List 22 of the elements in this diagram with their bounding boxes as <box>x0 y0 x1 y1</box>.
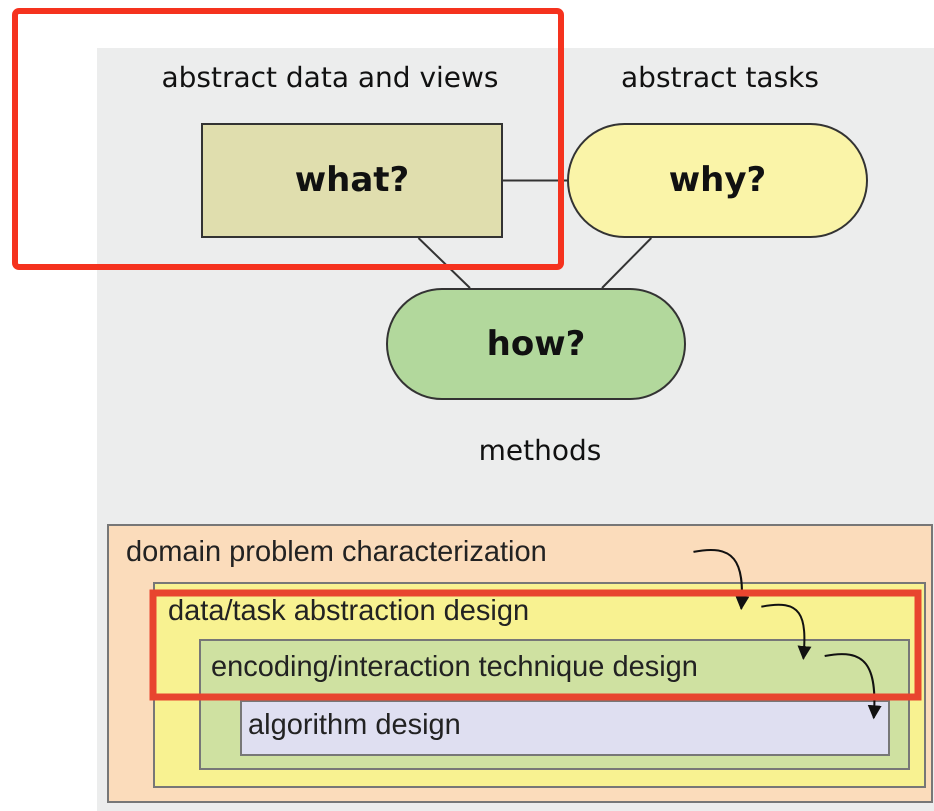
nested-layer-box <box>107 524 933 803</box>
node-label: data/task abstraction design <box>168 594 530 629</box>
nested-layer-box <box>240 700 890 756</box>
node-label: domain problem characterization <box>126 535 547 570</box>
node-label: encoding/interaction technique design <box>211 650 698 685</box>
process-box <box>201 123 503 238</box>
rounded-box <box>567 123 868 238</box>
node-label: why? <box>668 159 766 202</box>
node-label: how? <box>486 322 586 366</box>
connector-line <box>503 180 567 182</box>
connector-line <box>601 237 652 289</box>
nested-layer-box <box>199 639 910 770</box>
connector-line <box>418 237 471 289</box>
caption-text: abstract data and views <box>160 60 500 96</box>
curved-arrow <box>824 653 882 720</box>
nested-layer-box <box>153 582 926 788</box>
node-label: algorithm design <box>248 708 461 743</box>
caption-text: methods <box>478 432 602 468</box>
caption-text: abstract tasks <box>620 60 820 96</box>
node-label: what? <box>294 159 410 202</box>
curved-arrow <box>693 548 749 610</box>
curved-arrow <box>761 604 812 660</box>
